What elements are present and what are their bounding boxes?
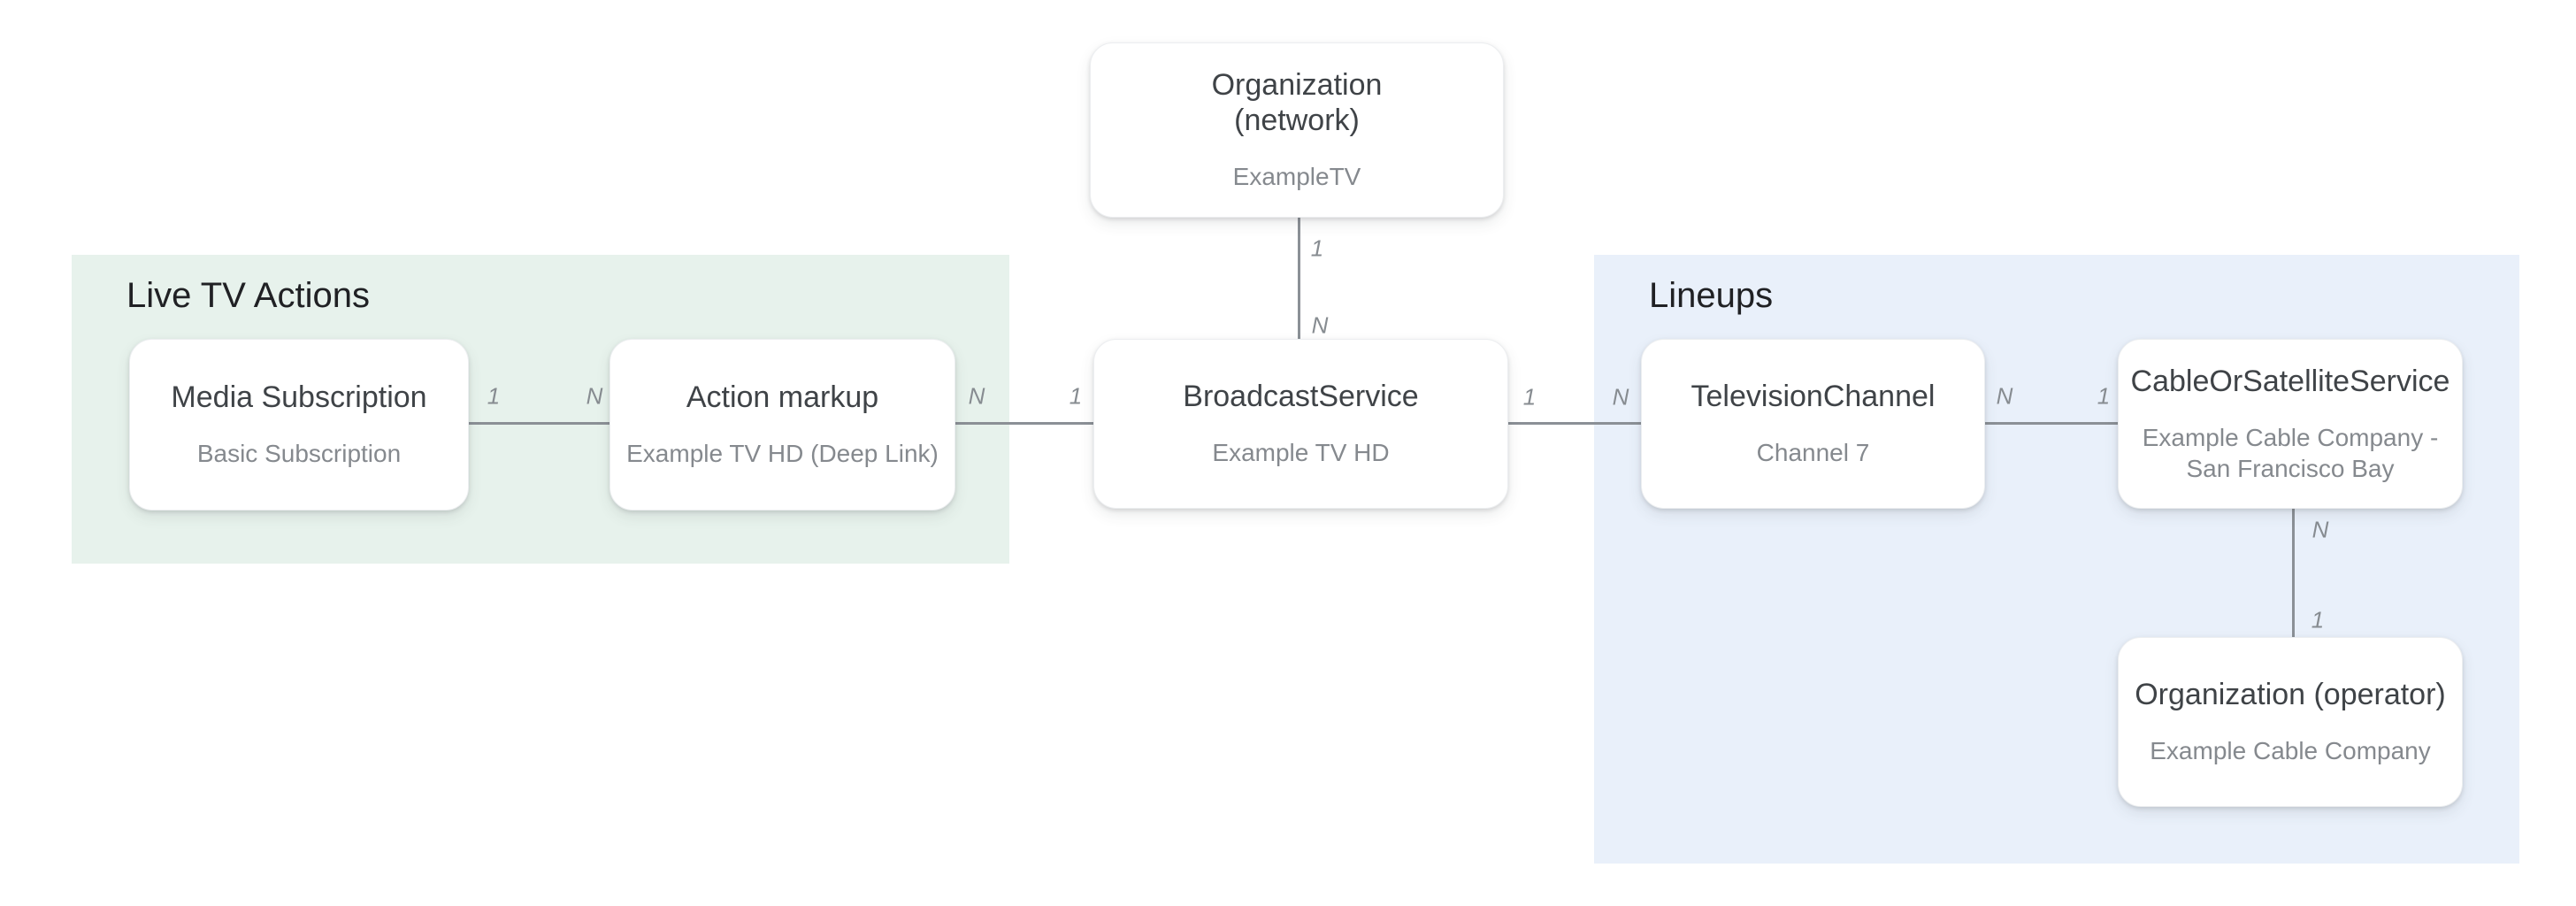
entity-name-organization-operator: Organization (operator) bbox=[2135, 678, 2446, 712]
cardinality-label-media-action-to: N bbox=[586, 382, 603, 410]
cardinality-label-action-broadcast-from: N bbox=[968, 382, 985, 410]
entity-example-media-subscription: Basic Subscription bbox=[196, 440, 402, 468]
entity-example-television-channel: Channel 7 bbox=[1756, 439, 1870, 467]
connector-broadcast-service-to-television-channel bbox=[1508, 422, 1641, 425]
entity-name-cable-or-satellite-service: CableOrSatelliteService bbox=[2130, 364, 2450, 398]
entity-example-broadcast-service: Example TV HD bbox=[1212, 439, 1390, 467]
region-title-lineups: Lineups bbox=[1649, 276, 1774, 315]
region-title-live-tv-actions: Live TV Actions bbox=[126, 276, 370, 315]
cardinality-label-network-broadcast-to: N bbox=[1311, 311, 1329, 339]
entity-card-action-markup: Action markup Example TV HD (Deep Link) bbox=[610, 339, 955, 511]
entity-example-organization-operator: Example Cable Company bbox=[2150, 737, 2431, 765]
entity-example-action-markup: Example TV HD (Deep Link) bbox=[626, 440, 939, 468]
entity-card-cable-or-satellite-service: CableOrSatelliteService Example Cable Co… bbox=[2118, 339, 2463, 509]
entity-card-organization-operator: Organization (operator) Example Cable Co… bbox=[2118, 637, 2463, 807]
entity-card-organization-network: Organization (network) ExampleTV bbox=[1090, 42, 1504, 218]
entity-name-media-subscription: Media Subscription bbox=[171, 380, 427, 415]
entity-card-broadcast-service: BroadcastService Example TV HD bbox=[1093, 339, 1508, 509]
entity-card-media-subscription: Media Subscription Basic Subscription bbox=[129, 339, 469, 511]
cardinality-label-broadcast-tv-from: 1 bbox=[1522, 383, 1537, 411]
cardinality-label-action-broadcast-to: 1 bbox=[1069, 382, 1083, 410]
entity-example-organization-network: ExampleTV bbox=[1232, 163, 1361, 191]
cardinality-label-tv-cable-to: 1 bbox=[2097, 382, 2111, 410]
connector-action-markup-to-broadcast-service bbox=[955, 422, 1093, 425]
entity-name-organization-network: Organization (network) bbox=[1211, 68, 1383, 138]
cardinality-label-broadcast-tv-to: N bbox=[1612, 383, 1629, 411]
entity-name-broadcast-service: BroadcastService bbox=[1183, 380, 1419, 414]
entity-example-cable-or-satellite-service: Example Cable Company - San Francisco Ba… bbox=[2142, 423, 2439, 483]
connector-cable-service-to-organization-operator bbox=[2292, 509, 2295, 637]
connector-organization-network-to-broadcast-service bbox=[1298, 218, 1300, 339]
cardinality-label-cable-operator-from: N bbox=[2312, 516, 2329, 543]
cardinality-label-media-action-from: 1 bbox=[487, 382, 501, 410]
cardinality-label-tv-cable-from: N bbox=[1996, 382, 2013, 410]
cardinality-label-network-broadcast-from: 1 bbox=[1310, 234, 1324, 262]
entity-name-action-markup: Action markup bbox=[686, 380, 879, 415]
connector-media-subscription-to-action-markup bbox=[469, 422, 610, 425]
connector-television-channel-to-cable-service bbox=[1985, 422, 2118, 425]
cardinality-label-cable-operator-to: 1 bbox=[2311, 606, 2325, 633]
entity-card-television-channel: TelevisionChannel Channel 7 bbox=[1641, 339, 1985, 509]
entity-name-television-channel: TelevisionChannel bbox=[1690, 380, 1936, 414]
